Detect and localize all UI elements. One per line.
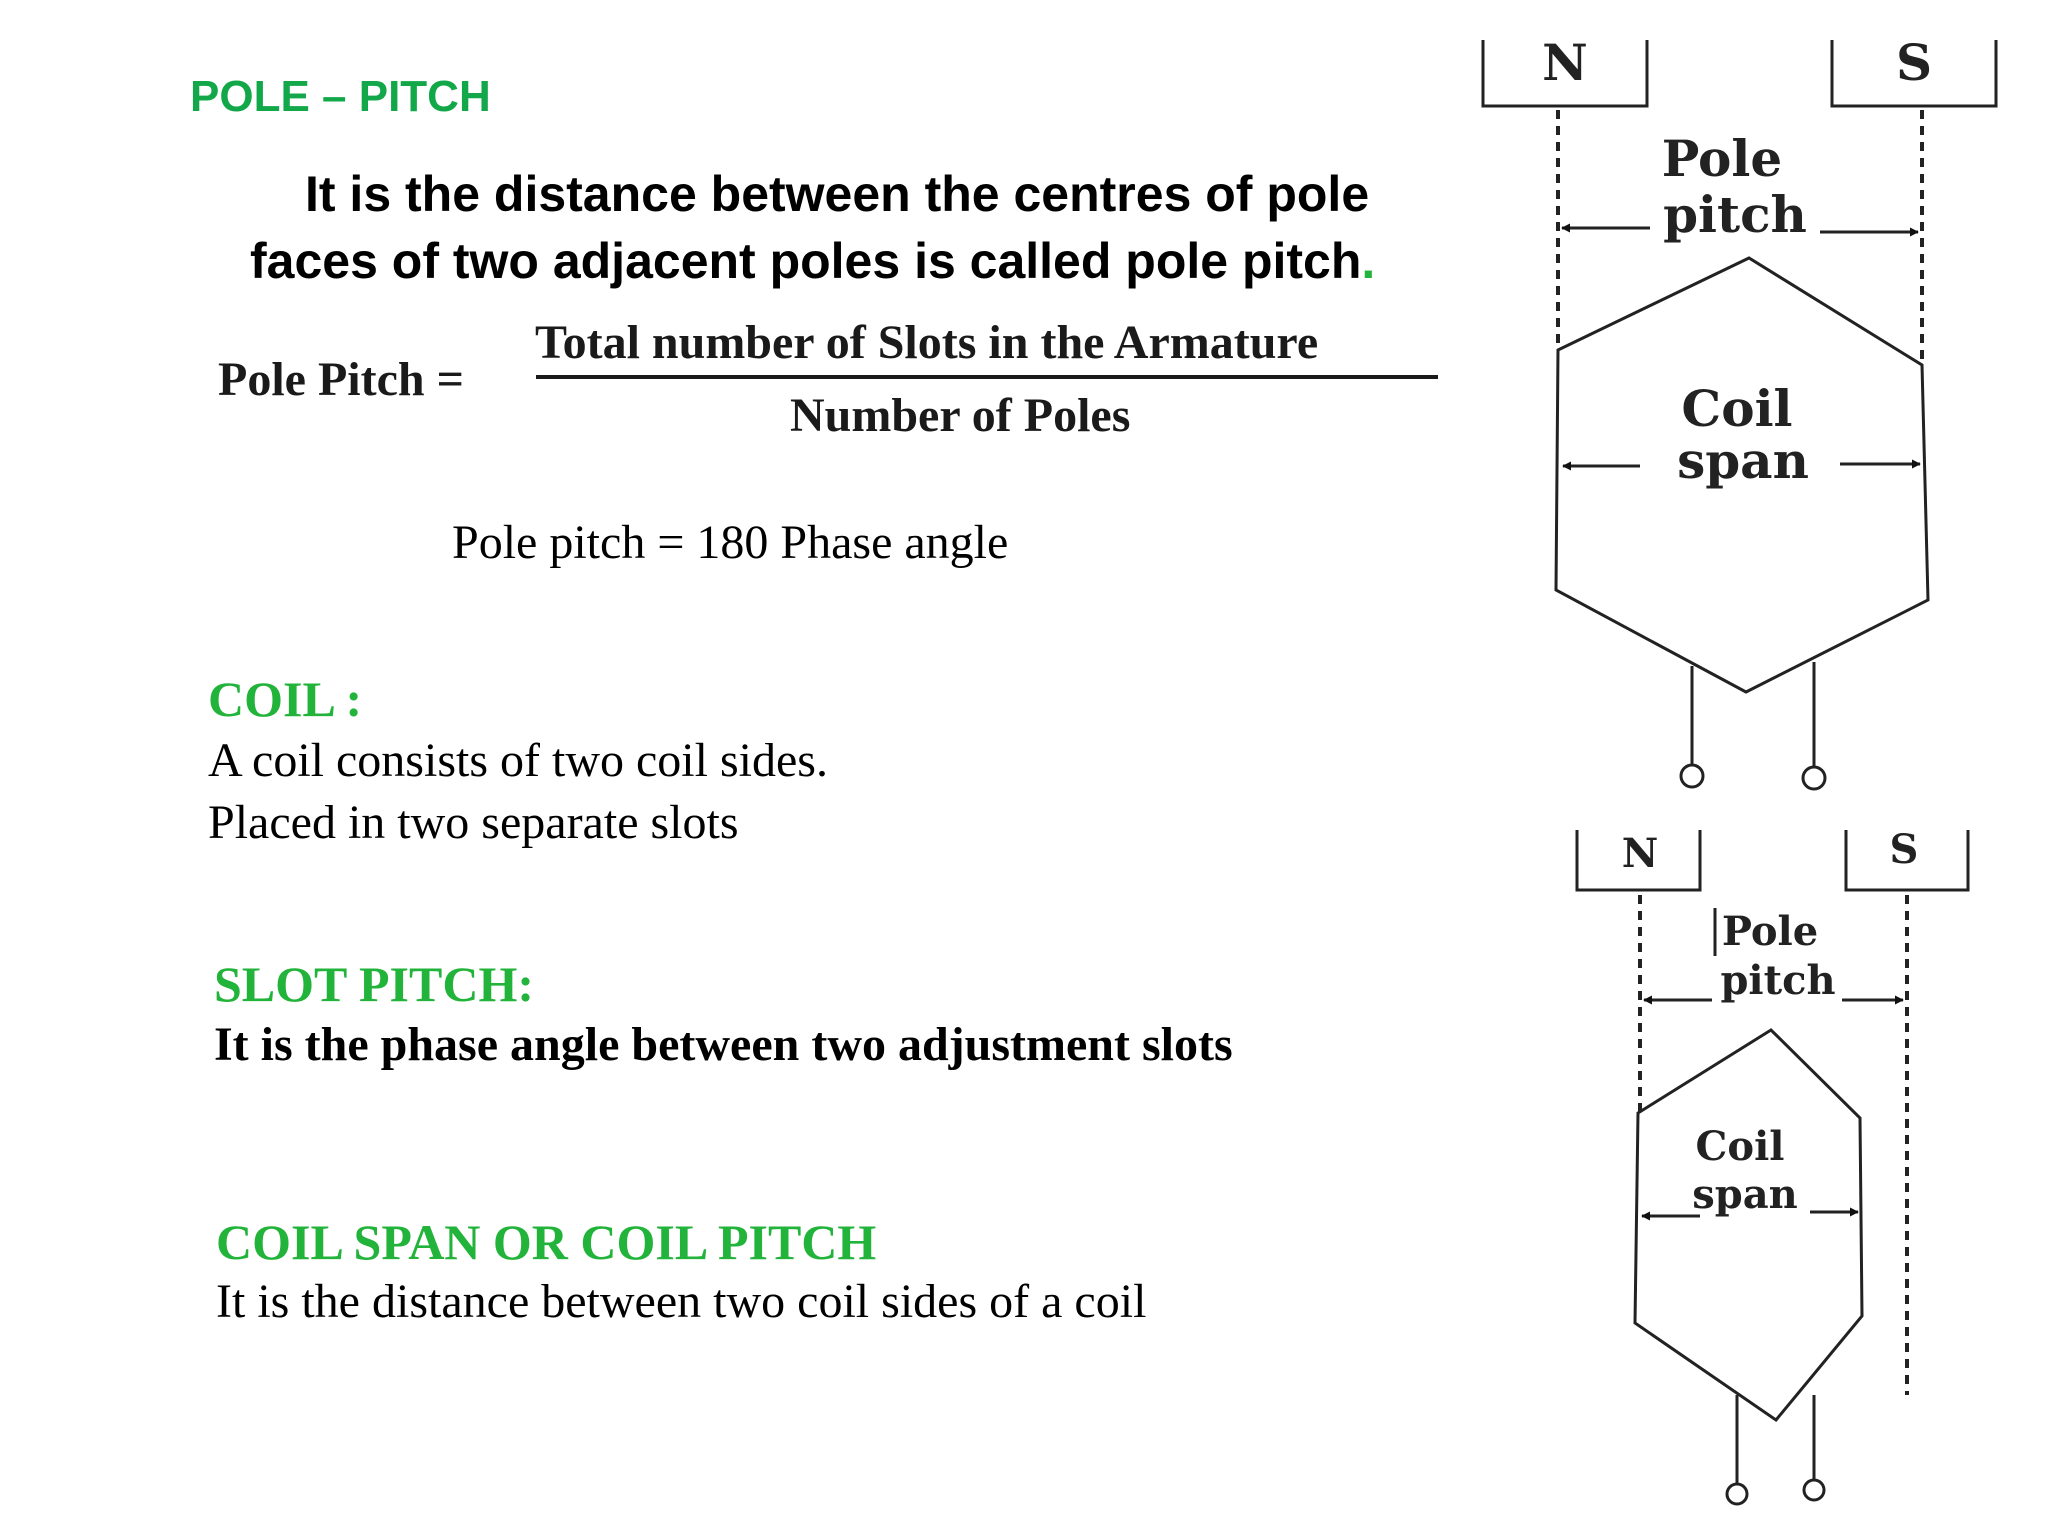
slot-pitch-heading: SLOT PITCH: — [214, 956, 534, 1012]
pole-pitch-label-l1: Pole — [1662, 129, 1782, 188]
coil-span-text: It is the distance between two coil side… — [216, 1275, 1147, 1328]
coil-span-heading: COIL SPAN OR COIL PITCH — [216, 1214, 877, 1270]
terminal-right — [1801, 765, 1827, 791]
pole-pitch-label-l2: pitch — [1663, 185, 1807, 244]
coil-span-label-l1: Coil — [1681, 379, 1792, 438]
north-pole-label: N — [1622, 830, 1659, 877]
north-pole-box — [1575, 830, 1702, 892]
fraction-bar — [536, 375, 1438, 379]
coil-span-label-l2: span — [1677, 431, 1809, 490]
pole-pitch-definition-line2: faces of two adjacent poles is called po… — [250, 232, 1375, 290]
coil-text-line1: A coil consists of two coil sides. — [208, 734, 828, 787]
phase-angle-note: Pole pitch = 180 Phase angle — [452, 516, 1009, 569]
pole-pitch-label-l2: pitch — [1720, 957, 1835, 1004]
definition-line2-text: faces of two adjacent poles is called po… — [250, 233, 1362, 289]
pole-pitch-heading: POLE – PITCH — [190, 72, 491, 121]
coil-heading: COIL : — [208, 671, 363, 727]
south-pole-label: S — [1896, 33, 1932, 92]
definition-period: . — [1361, 233, 1376, 289]
diagram-bottom: N S Pole pitch Coil span — [1575, 826, 1970, 1506]
pole-pitch-label-l1: Pole — [1722, 908, 1818, 955]
south-pole-label: S — [1890, 826, 1919, 873]
north-pole-box — [1481, 40, 1649, 108]
south-pole-box — [1830, 40, 1998, 108]
coil-span-label-l2: span — [1692, 1171, 1798, 1218]
formula-denominator: Number of Poles — [790, 389, 1131, 442]
diagram-top: N S Pole pitch Coil span — [1481, 33, 1998, 791]
terminal-right — [1802, 1478, 1826, 1502]
coil-span-label-l1: Coil — [1696, 1123, 1785, 1170]
formula-lhs: Pole Pitch = — [218, 353, 464, 406]
north-pole-label: N — [1542, 33, 1588, 92]
terminal-left — [1725, 1482, 1749, 1506]
coil-shape — [1554, 256, 1930, 694]
coil-shape — [1633, 1028, 1864, 1423]
terminal-left — [1679, 763, 1705, 789]
coil-text-line2: Placed in two separate slots — [208, 796, 739, 849]
formula-numerator: Total number of Slots in the Armature — [535, 316, 1319, 369]
pole-pitch-definition-line1: It is the distance between the centres o… — [305, 166, 1370, 222]
south-pole-box — [1844, 830, 1970, 892]
slot-pitch-text: It is the phase angle between two adjust… — [214, 1018, 1233, 1071]
